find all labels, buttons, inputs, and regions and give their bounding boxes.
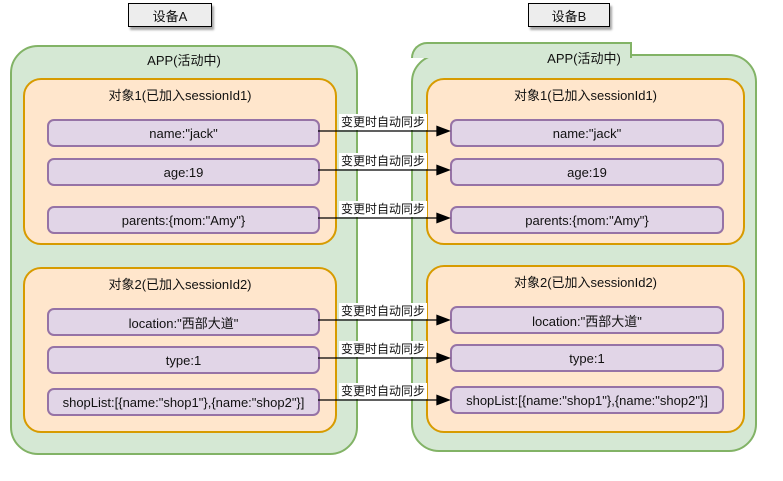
- app-title-a: APP(活动中): [147, 53, 221, 68]
- object2-box-device-a: 对象2(已加入sessionId2) location:"西部大道" type:…: [23, 267, 337, 433]
- object2-title-device-a: 对象2(已加入sessionId2): [108, 277, 252, 292]
- device-b-label: 设备B: [528, 3, 610, 27]
- device-b-label-text: 设备B: [551, 8, 587, 24]
- app-title-b: APP(活动中): [547, 51, 621, 66]
- field-location-device-b: location:"西部大道": [450, 306, 724, 334]
- field-parents-device-b: parents:{mom:"Amy"}: [450, 206, 724, 234]
- field-location-device-a: location:"西部大道": [47, 308, 320, 336]
- sync-label: 变更时自动同步: [339, 303, 427, 319]
- field-shoplist-device-a: shopList:[{name:"shop1"},{name:"shop2"}]: [47, 388, 320, 416]
- object2-title-device-b: 对象2(已加入sessionId2): [513, 275, 658, 290]
- field-name-device-b: name:"jack": [450, 119, 724, 147]
- sync-label: 变更时自动同步: [339, 383, 427, 399]
- field-age-device-a: age:19: [47, 158, 320, 186]
- field-age-device-b: age:19: [450, 158, 724, 186]
- sync-label: 变更时自动同步: [339, 341, 427, 357]
- sync-label: 变更时自动同步: [339, 153, 427, 169]
- field-parents-device-a: parents:{mom:"Amy"}: [47, 206, 320, 234]
- object1-title-device-b: 对象1(已加入sessionId1): [513, 88, 658, 103]
- device-a-label: 设备A: [128, 3, 212, 27]
- object1-box-device-b: 对象1(已加入sessionId1) name:"jack" age:19 pa…: [426, 78, 745, 245]
- field-name-device-a: name:"jack": [47, 119, 320, 147]
- object1-title-device-a: 对象1(已加入sessionId1): [108, 88, 252, 103]
- object1-box-device-a: 对象1(已加入sessionId1) name:"jack" age:19 pa…: [23, 78, 337, 245]
- sync-label: 变更时自动同步: [339, 201, 427, 217]
- field-type-device-b: type:1: [450, 344, 724, 372]
- app-container-b-stacked-corner: [411, 42, 632, 58]
- object2-box-device-b: 对象2(已加入sessionId2) location:"西部大道" type:…: [426, 265, 745, 433]
- field-shoplist-device-b: shopList:[{name:"shop1"},{name:"shop2"}]: [450, 386, 724, 414]
- device-a-label-text: 设备A: [152, 8, 188, 24]
- field-type-device-a: type:1: [47, 346, 320, 374]
- sync-label: 变更时自动同步: [339, 114, 427, 130]
